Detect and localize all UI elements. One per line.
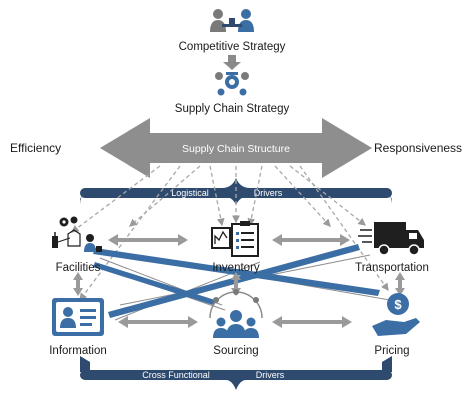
dashed-connectors: [70, 165, 389, 302]
competitive-strategy-label: Competitive Strategy: [179, 41, 286, 53]
factory-network-icon: [52, 216, 102, 252]
svg-text:$: $: [394, 297, 402, 312]
gears-network-icon: [215, 72, 249, 96]
facilities-label: Facilities: [56, 262, 101, 274]
id-card-icon: [52, 298, 104, 336]
hand-dollar-icon: $: [372, 293, 420, 336]
brace-bottom-left-label: Cross Functional: [142, 370, 210, 380]
inventory-transportation-arrow: [272, 234, 350, 246]
transportation-label: Transportation: [355, 262, 429, 274]
supply-chain-structure-arrow: [100, 118, 372, 178]
pricing-label: Pricing: [374, 345, 409, 357]
information-sourcing-arrow: [118, 316, 198, 328]
team-network-icon: [209, 289, 263, 338]
arrow-down-1: [223, 55, 241, 70]
delivery-truck-icon: [358, 222, 424, 256]
brace-top-right-label: Drivers: [254, 188, 283, 198]
supply-chain-strategy-label: Supply Chain Strategy: [175, 103, 290, 115]
information-label: Information: [49, 345, 107, 357]
brace-bottom-right-label: Drivers: [256, 370, 285, 380]
inventory-sourcing-arrow: [231, 272, 241, 296]
inventory-label: Inventory: [212, 262, 260, 274]
supply-chain-structure-label: Supply Chain Structure: [182, 143, 290, 155]
clipboard-checklist-icon: [211, 221, 259, 257]
efficiency-label: Efficiency: [10, 141, 61, 155]
sourcing-pricing-arrow: [272, 316, 352, 328]
responsiveness-label: Responsiveness: [374, 141, 462, 155]
people-at-table-icon: [210, 9, 254, 32]
brace-top-left-label: Logistical: [171, 188, 209, 198]
sourcing-label: Sourcing: [213, 345, 258, 357]
cross-functional-drivers-brace: [80, 356, 392, 390]
transportation-pricing-arrow: [395, 272, 405, 296]
facilities-information-arrow: [73, 272, 83, 296]
facilities-inventory-arrow: [108, 234, 188, 246]
